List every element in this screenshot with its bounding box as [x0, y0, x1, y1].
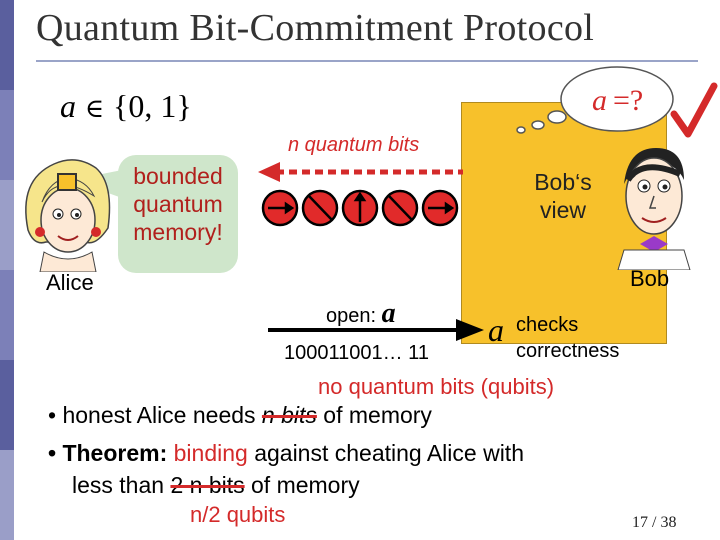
bubble-line: bounded: [133, 163, 223, 189]
open-text: open:: [326, 305, 377, 327]
alice-cartoon-icon: [25, 159, 111, 272]
binding-word: binding: [173, 440, 248, 466]
bullet-theorem-line2: less than 2 n bits of memory: [72, 472, 360, 499]
sidebar-stripe: [0, 360, 14, 450]
no-qubits-note: no quantum bits (qubits): [318, 374, 555, 399]
bullet-text: • honest Alice needs: [48, 402, 262, 428]
bullet-honest-alice: • honest Alice needs n bits of memory: [48, 402, 432, 429]
qubits-label-text: n quantum bits: [288, 134, 420, 156]
struck-text: 2 n bits: [170, 472, 245, 498]
bubble-line: quantum: [133, 191, 223, 217]
formula-set: {0, 1}: [113, 88, 192, 124]
qubits-label: n quantum bits: [288, 134, 419, 157]
qubit-photon-icon: [341, 189, 379, 227]
bob-cartoon-icon: [617, 148, 691, 270]
formula-member: ∈: [84, 94, 105, 124]
bob-label: Bob: [630, 266, 670, 291]
speech-bubble: [118, 155, 238, 273]
bullet-text: less than: [72, 472, 171, 498]
thought-operator: =?: [613, 84, 644, 117]
check-mark-icon: [670, 82, 718, 138]
bubble-line: memory!: [133, 219, 223, 245]
bob-view-box: [461, 102, 667, 344]
received-variable: a: [488, 312, 504, 348]
commit-bit-formula: a ∈ {0, 1}: [60, 88, 192, 125]
speech-bubble-text: bounded quantum memory!: [118, 162, 238, 246]
bob-view-line: view: [539, 197, 586, 223]
sidebar-stripe: [0, 0, 14, 90]
open-variable: a: [381, 298, 396, 329]
arrow-right-icon: [268, 319, 484, 341]
qubit-photon-icon: [261, 189, 299, 227]
bullet-text: against cheating Alice with: [247, 440, 524, 466]
page-number: 17 / 38: [632, 514, 677, 531]
checks-line: checks: [516, 314, 579, 336]
thought-bubble-icon: [516, 66, 674, 134]
sidebar-stripe: [0, 270, 14, 360]
half-qubits-note: n/2 qubits: [190, 502, 286, 527]
sidebar-stripe: [0, 90, 14, 180]
sidebar-stripe: [0, 450, 14, 540]
theorem-label: • Theorem:: [48, 440, 168, 466]
bit-string: 100011001… 11: [284, 342, 429, 364]
slide-title: Quantum Bit-Commitment Protocol: [36, 7, 595, 49]
bullet-text: of memory: [316, 402, 432, 428]
bullet-text: of memory: [244, 472, 360, 498]
sidebar-stripe: [0, 180, 14, 270]
thought-variable: a: [592, 84, 607, 117]
slide-sidebar: [0, 0, 14, 540]
qubit-photon-icon: [421, 189, 459, 227]
title-underline: [36, 60, 698, 62]
alice-label: Alice: [46, 270, 94, 295]
formula-variable: a: [60, 88, 76, 124]
bob-view-line: Bob‘s: [534, 169, 592, 195]
bob-view-label: Bob‘s view: [461, 168, 665, 224]
checks-line: correctness: [516, 340, 620, 362]
open-label: open: a: [326, 298, 396, 330]
checks-label: checks correctness: [516, 312, 619, 364]
struck-text: n bits: [261, 402, 317, 428]
bullet-theorem: • Theorem: binding against cheating Alic…: [48, 440, 524, 467]
qubit-photon-icon: [301, 189, 339, 227]
qubit-transmission: [258, 162, 463, 227]
thought-text: a=?: [592, 84, 643, 118]
qubit-photon-icon: [381, 189, 419, 227]
